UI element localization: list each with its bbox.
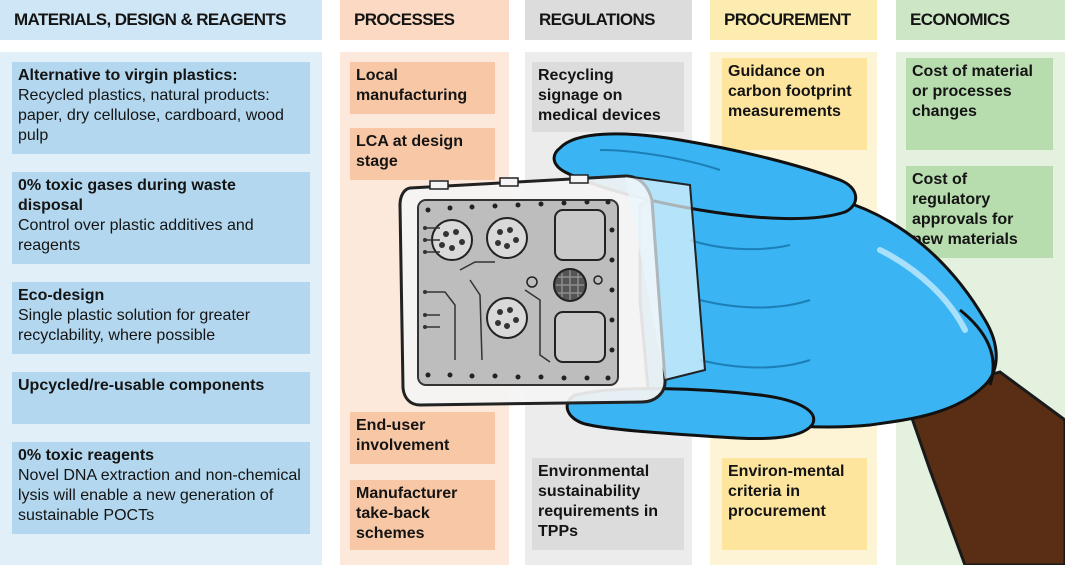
procurement-card-criteria: Environ-mental criteria in procurement: [722, 458, 867, 550]
materials-card-upcycled: Upcycled/re-usable components: [12, 372, 310, 424]
card-title: Upcycled/re-usable components: [18, 377, 265, 394]
header-procurement: PROCUREMENT: [710, 0, 877, 40]
procurement-card-carbon: Guidance on carbon footprint measurement…: [722, 58, 867, 150]
chamber-icon: [554, 311, 606, 363]
header-regulations: REGULATIONS: [525, 0, 692, 40]
regulations-card-signage: Recycling signage on medical devices: [532, 62, 684, 132]
processes-card-end-user: End-user involvement: [350, 412, 495, 464]
wrist-icon: [903, 370, 1065, 565]
chamber-icon: [554, 209, 606, 261]
regulations-card-tpp: Environmental sustainability requirement…: [532, 458, 684, 550]
economics-card-regulatory-cost: Cost of regulatory approvals for new mat…: [906, 166, 1053, 258]
processes-card-take-back: Manufacturer take-back schemes: [350, 480, 495, 550]
card-text: Recycled plastics, natural products: pap…: [18, 87, 284, 144]
card-title: Alternative to virgin plastics:: [18, 67, 238, 84]
header-economics: ECONOMICS: [896, 0, 1065, 40]
materials-card-toxic-reagents: 0% toxic reagents Novel DNA extraction a…: [12, 442, 310, 534]
well-icon: [431, 217, 528, 339]
card-text: Control over plastic additives and reage…: [18, 217, 254, 254]
header-materials: MATERIALS, DESIGN & REAGENTS: [0, 0, 322, 40]
card-title: 0% toxic reagents: [18, 447, 155, 464]
header-processes: PROCESSES: [340, 0, 509, 40]
card-title: 0% toxic gases during waste disposal: [18, 177, 236, 214]
card-text: Single plastic solution for greater recy…: [18, 307, 251, 344]
materials-card-virgin-plastics: Alternative to virgin plastics: Recycled…: [12, 62, 310, 154]
processes-card-lca: LCA at design stage: [350, 128, 495, 180]
economics-card-material-cost: Cost of material or processes changes: [906, 58, 1053, 150]
processes-card-local-manufacturing: Local manufacturing: [350, 62, 495, 114]
materials-card-toxic-gases: 0% toxic gases during waste disposal Con…: [12, 172, 310, 264]
card-text: Novel DNA extraction and non-chemical ly…: [18, 467, 301, 524]
card-title: Eco-design: [18, 287, 105, 304]
materials-card-eco-design: Eco-design Single plastic solution for g…: [12, 282, 310, 354]
poct-cartridge-icon: [398, 174, 707, 407]
